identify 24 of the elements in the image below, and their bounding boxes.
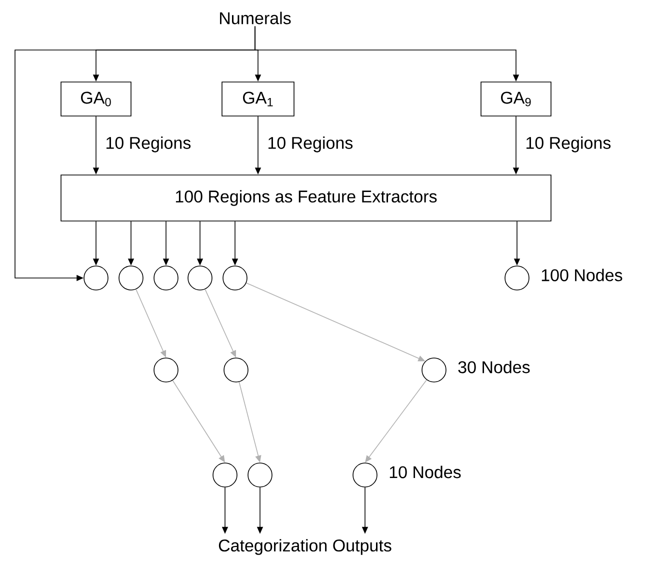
ga-box: GA$_{0}$: [60, 82, 132, 116]
heading: Numerals: [220, 12, 291, 24]
neuron-circle: [84, 266, 108, 290]
neuron-circle: [352, 462, 378, 488]
edge-label: 10 Regions: [524, 135, 612, 154]
neuron-circle: [154, 358, 178, 382]
edge-label: 10 Regions: [104, 135, 192, 154]
ga-box: GA$_{1}$: [222, 82, 294, 116]
neuron-circle: [504, 266, 530, 290]
neuron-circle: [422, 358, 446, 382]
neuron-circle: [222, 266, 248, 290]
ga-box: GA$_{9}$: [480, 82, 552, 116]
neuron-circle: [224, 358, 248, 382]
neuron-circle: [188, 266, 212, 290]
neuron-circle: [212, 462, 238, 488]
output-label: Categorization Outputs: [218, 539, 392, 555]
neuron-circle: [154, 266, 178, 290]
neuron-circle: [118, 266, 144, 290]
layer-size-label: 30 Nodes: [458, 360, 530, 374]
feature-extractor-box: 100 Regions as Feature Extractors: [60, 174, 552, 222]
layer-size-label: 10 Nodes: [390, 466, 461, 478]
layer-size-label: 100 Nodes: [542, 268, 622, 282]
neuron-circle: [248, 462, 272, 488]
edge-label: 10 Regions: [266, 135, 354, 154]
